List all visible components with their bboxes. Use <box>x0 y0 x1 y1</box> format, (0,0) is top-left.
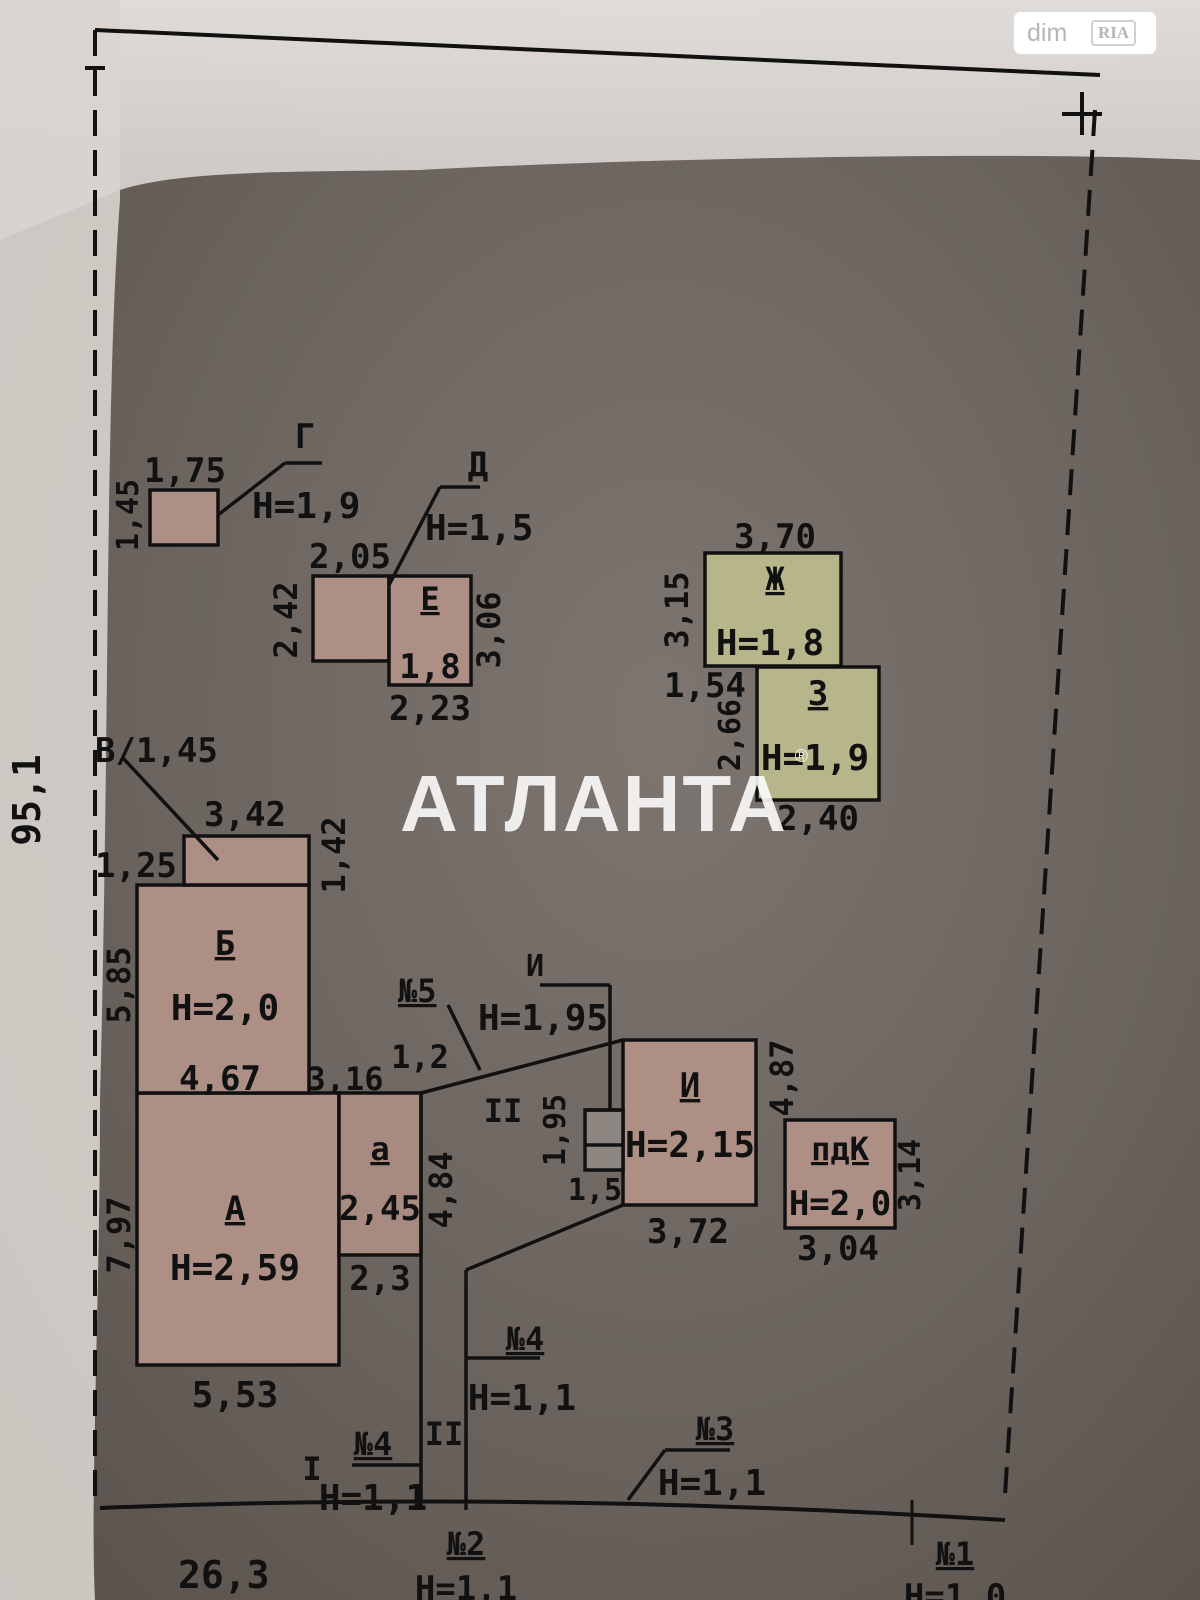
building-pdk-bottom: 3,04 <box>797 1229 879 1269</box>
fence-n5-letter: №5 <box>398 972 437 1010</box>
fence-n3-letter: №3 <box>696 1410 735 1448</box>
fence-n4b-height: Н=1,1 <box>319 1478 427 1519</box>
badge-brand: dim <box>1027 18 1068 47</box>
building-i-small: 1,5 <box>568 1173 622 1208</box>
fence-lines <box>120 461 730 1510</box>
site-bottom-length: 26,3 <box>178 1553 270 1597</box>
annex-porch <box>583 1108 625 1172</box>
building-z-left: 2,66 <box>713 699 748 771</box>
building-d-letter: Д <box>468 445 488 485</box>
building-v-left: 1,25 <box>95 846 177 886</box>
registered-mark: ® <box>794 746 810 766</box>
building-z-width: 2,40 <box>777 799 859 839</box>
building-i-label-height: Н=1,95 <box>478 998 608 1039</box>
building-e-left <box>311 574 391 663</box>
fence-n2-letter: №2 <box>447 1525 486 1563</box>
building-zh-width: 3,70 <box>734 517 816 557</box>
building-z-height: Н=1,9 <box>761 738 869 779</box>
building-v-right: 1,42 <box>315 816 353 893</box>
building-b-height: Н=2,0 <box>171 988 279 1029</box>
building-z-top: 1,54 <box>664 666 746 706</box>
building-a-small-bottom: 2,3 <box>349 1259 410 1299</box>
roman-r2-porch: II <box>484 1092 523 1130</box>
building-d-height: Н=1,5 <box>425 508 533 549</box>
building-a <box>135 1091 341 1367</box>
building-b-bottom: 4,67 <box>179 1059 261 1099</box>
building-zh <box>703 551 843 668</box>
building-i-left: 1,95 <box>538 1094 573 1166</box>
building-g <box>148 488 220 547</box>
building-fills <box>135 488 897 1367</box>
fence-n4b-letter: №4 <box>354 1425 393 1463</box>
building-b-side: 5,85 <box>100 946 138 1023</box>
building-a-bottom: 5,53 <box>192 1375 279 1416</box>
building-b <box>135 883 311 1095</box>
roman-r3: II <box>425 1415 464 1453</box>
site-boundary <box>85 28 1102 1545</box>
fence-n1-height: Н=1,0 <box>904 1577 1006 1600</box>
building-pdk-right: 3,14 <box>893 1139 928 1211</box>
fence-n4a-height: Н=1,1 <box>468 1378 576 1419</box>
building-b-gap: 3,16 <box>306 1060 383 1098</box>
building-z-letter: З <box>808 674 828 714</box>
fence-n2-height: Н=1,1 <box>415 1569 517 1600</box>
roman-r1: I <box>302 1450 321 1488</box>
building-i-letter: И <box>680 1066 700 1106</box>
badge-ria-logo: RIA <box>1091 20 1137 46</box>
building-a-height: Н=2,59 <box>170 1248 300 1289</box>
building-e-height: 1,8 <box>399 647 460 687</box>
building-g-width: 1,75 <box>144 451 226 491</box>
building-i <box>621 1038 758 1207</box>
building-a-letter: А <box>225 1189 245 1229</box>
building-b-gap2: 1,2 <box>391 1038 449 1076</box>
building-g-letter: Г <box>295 417 315 457</box>
building-a-left: 7,97 <box>100 1196 138 1273</box>
fence-n4a-letter: №4 <box>506 1320 545 1358</box>
building-pdk-height: Н=2,0 <box>789 1184 891 1224</box>
fence-n1-letter: №1 <box>936 1535 975 1573</box>
fence-n3-height: Н=1,1 <box>658 1463 766 1504</box>
building-i-height: Н=2,15 <box>625 1125 755 1166</box>
building-a-small-height: 2,45 <box>339 1189 421 1229</box>
building-g-height: Н=1,9 <box>252 486 360 527</box>
building-i-right: 4,87 <box>763 1039 801 1116</box>
building-i-bottom: 3,72 <box>647 1212 729 1252</box>
building-v-label: В/1,45 <box>95 731 218 771</box>
building-b-letter: Б <box>215 924 235 964</box>
building-a-small-right: 4,84 <box>422 1151 460 1228</box>
building-zh-side: 3,15 <box>658 571 696 648</box>
building-z <box>755 665 881 802</box>
building-g-side: 1,45 <box>111 479 146 551</box>
building-e-bottom: 2,23 <box>389 689 471 729</box>
dim-ria-badge[interactable]: dim RIA <box>1014 12 1156 54</box>
building-d-width: 2,05 <box>309 537 391 577</box>
building-a-small-letter: а <box>370 1130 389 1168</box>
building-i-label-letter: И <box>526 949 544 984</box>
atlanta-watermark: АТЛАНТА ® <box>400 746 808 850</box>
building-zh-height: Н=1,8 <box>716 623 824 664</box>
building-a-small <box>337 1091 423 1257</box>
site-side-length: 95,1 <box>5 754 49 846</box>
building-zh-letter: Ж <box>765 560 785 598</box>
building-e-letter: Е <box>420 580 439 618</box>
building-e-right: 3,06 <box>470 591 508 668</box>
building-v-width: 3,42 <box>204 795 286 835</box>
building-pdk-letter: пдК <box>811 1130 870 1168</box>
watermark-text: АТЛАНТА <box>400 759 788 848</box>
building-pdk <box>783 1118 897 1230</box>
building-e <box>387 574 473 687</box>
building-e-left: 2,42 <box>267 581 305 658</box>
